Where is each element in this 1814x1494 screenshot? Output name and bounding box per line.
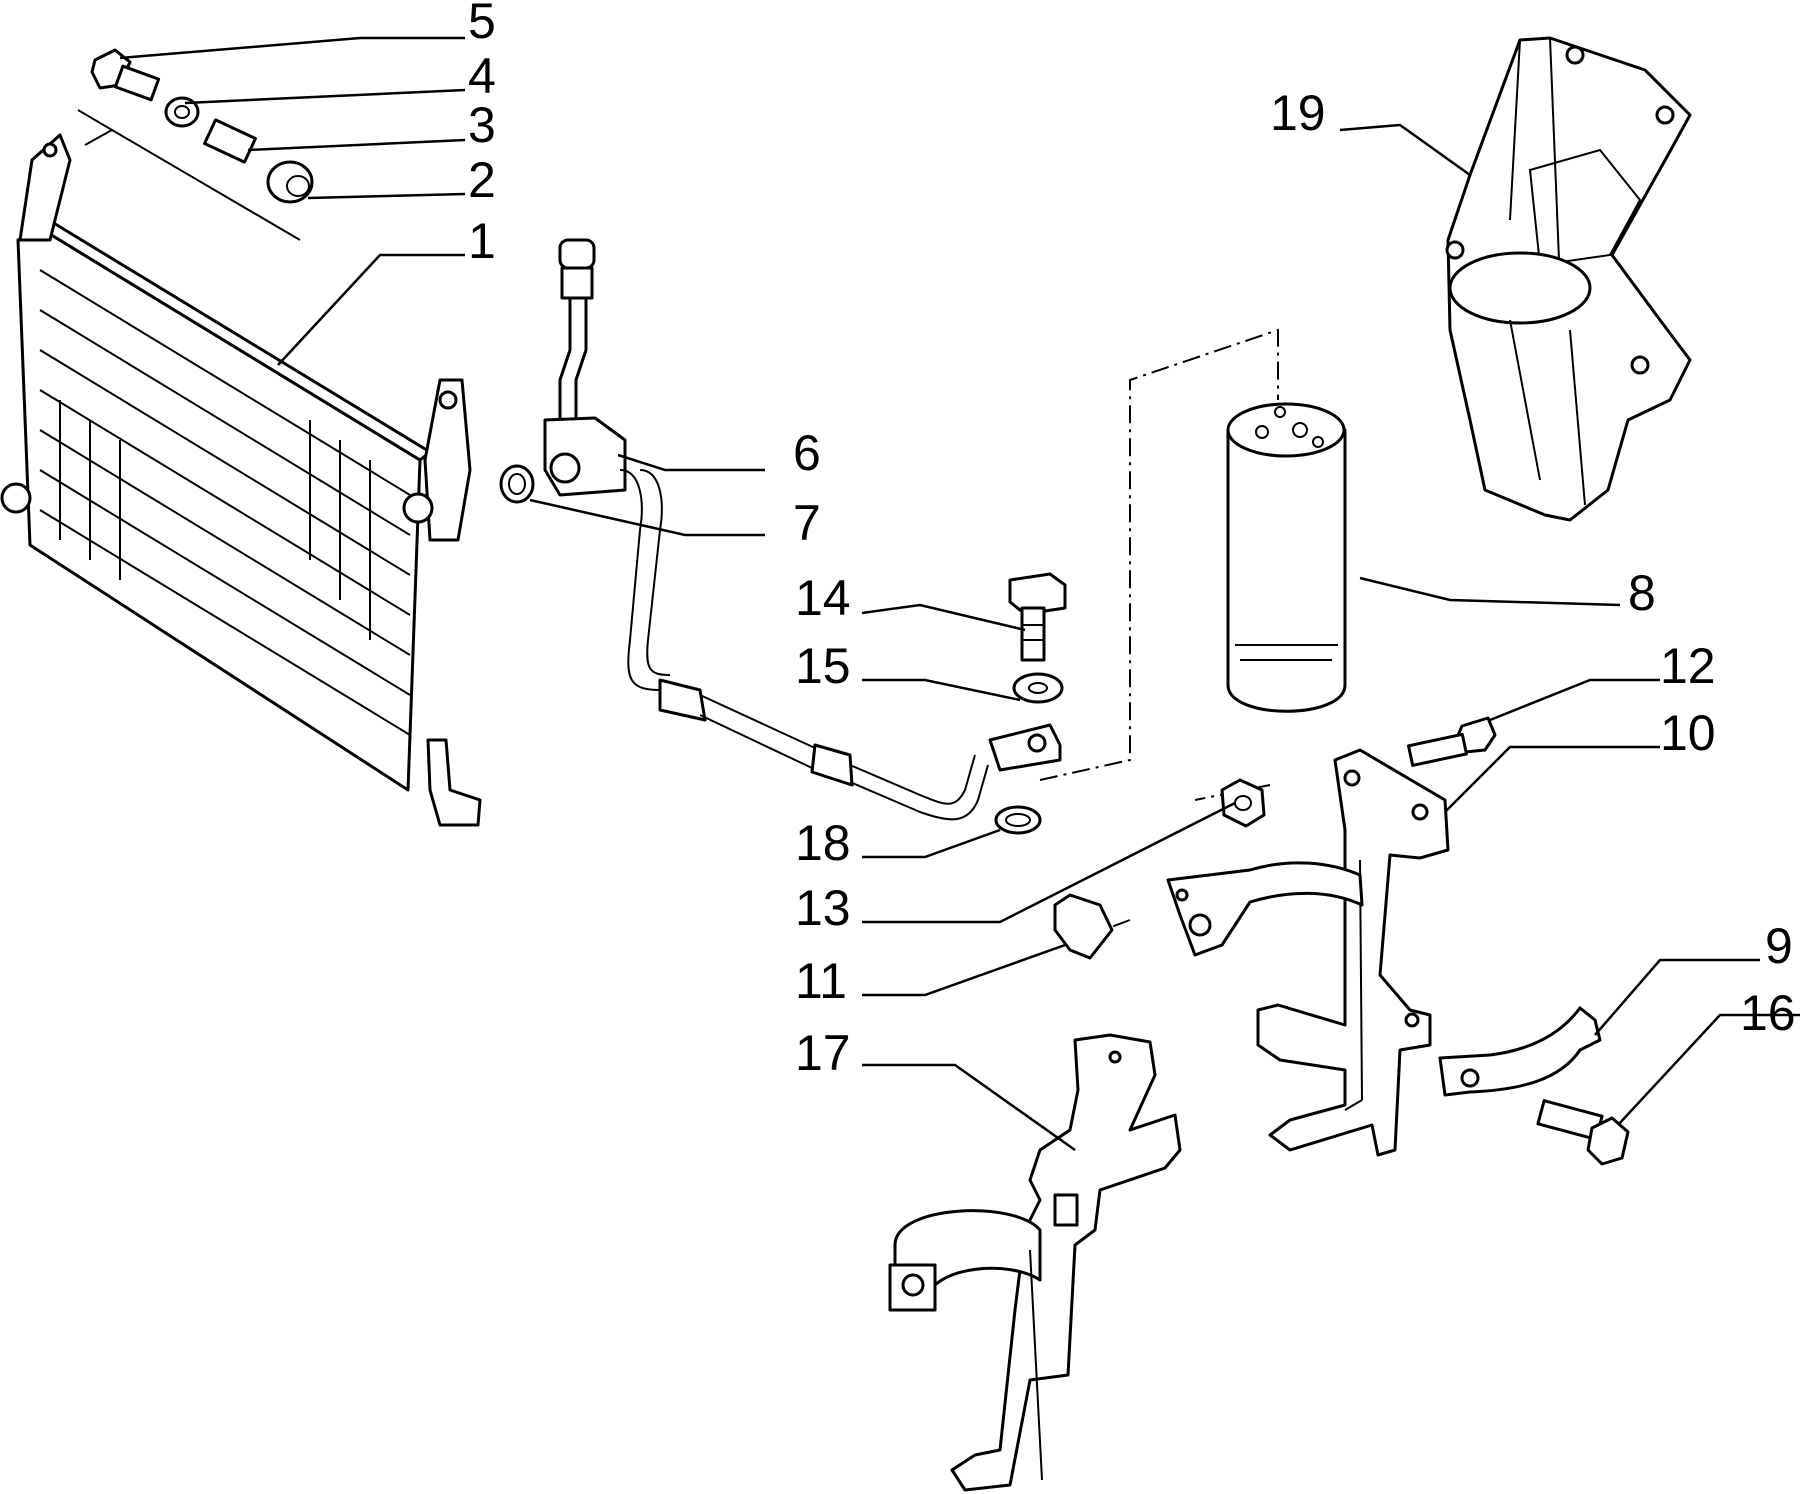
callout-numbers: 5 4 3 2 1 6 7 14 15 18 13 11 17 19 8 12 … [468, 0, 1796, 1081]
callout-2: 2 [468, 152, 496, 208]
callout-11: 11 [795, 953, 847, 1009]
clamp-and-clip [1053, 861, 1364, 960]
callout-15: 15 [795, 638, 851, 694]
callout-12: 12 [1660, 638, 1716, 694]
lower-bracket [888, 1033, 1182, 1492]
receiver-drier [1226, 402, 1347, 713]
condenser [0, 133, 482, 827]
clamp-band [1438, 1006, 1602, 1097]
ac-pipe-assembly [499, 238, 1062, 821]
callout-5: 5 [468, 0, 496, 49]
drier-bracket [1256, 748, 1450, 1157]
callout-9: 9 [1765, 918, 1793, 974]
callout-19: 19 [1270, 85, 1326, 141]
callout-18: 18 [795, 815, 851, 871]
assembly-guide-line [1039, 328, 1279, 781]
fitting-fasteners [994, 572, 1067, 835]
callout-6: 6 [793, 425, 821, 481]
leader-lines [119, 36, 1800, 1152]
mounting-cover [1445, 36, 1692, 522]
callout-16: 16 [1740, 985, 1796, 1041]
fastener-kit [77, 48, 314, 241]
bolt-16 [1536, 1099, 1630, 1166]
callout-10: 10 [1660, 705, 1716, 761]
callout-4: 4 [468, 48, 496, 104]
callout-7: 7 [793, 495, 821, 551]
bracket-bolt-and-nut [1220, 716, 1497, 828]
callout-1: 1 [468, 213, 496, 269]
callout-17: 17 [795, 1025, 851, 1081]
callout-8: 8 [1628, 565, 1656, 621]
callout-14: 14 [795, 570, 851, 626]
callout-3: 3 [468, 97, 496, 153]
callout-13: 13 [795, 880, 851, 936]
